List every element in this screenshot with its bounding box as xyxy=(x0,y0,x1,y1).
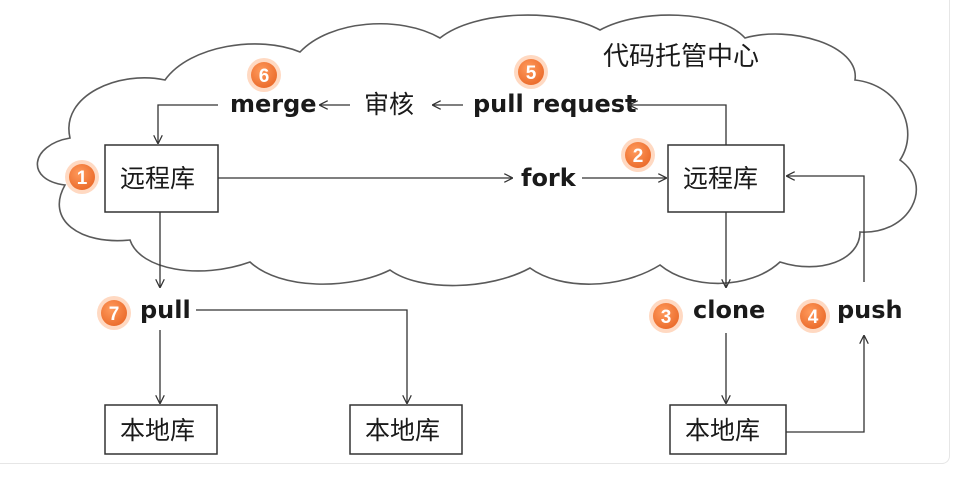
pull-label: pull xyxy=(140,296,191,324)
remote-repo-left-label: 远程库 xyxy=(120,164,195,193)
svg-text:6: 6 xyxy=(259,66,270,87)
svg-text:2: 2 xyxy=(633,146,644,167)
step-badge-1: 1 xyxy=(65,160,99,194)
local-repo-a xyxy=(104,404,218,455)
arrow-push-to-remote xyxy=(787,176,865,282)
remote-repo-right xyxy=(667,144,785,213)
svg-text:7: 7 xyxy=(109,304,120,325)
arrow-remote-to-pr xyxy=(630,105,727,160)
arrow-merge-to-remote xyxy=(158,104,218,143)
local-repo-b xyxy=(349,404,463,455)
step-badge-3: 3 xyxy=(649,299,683,333)
remote-repo-right-label: 远程库 xyxy=(683,164,758,193)
push-label: push xyxy=(837,296,903,324)
frame-border xyxy=(0,0,950,464)
merge-label: merge xyxy=(230,90,317,118)
step-badge-7: 7 xyxy=(97,296,131,330)
arrow-pull-to-local-b xyxy=(196,309,407,403)
step-badge-2: 2 xyxy=(621,138,655,172)
svg-text:3: 3 xyxy=(661,307,672,328)
fork-label: fork xyxy=(521,164,577,192)
cloud-title: 代码托管中心 xyxy=(603,42,759,72)
pull-request-label: pull request xyxy=(473,90,637,118)
local-repo-c xyxy=(669,404,787,455)
step-badge-5: 5 xyxy=(514,55,548,89)
local-repo-b-label: 本地库 xyxy=(365,416,440,445)
remote-repo-left xyxy=(104,144,219,213)
svg-text:5: 5 xyxy=(526,63,537,84)
local-repo-c-label: 本地库 xyxy=(685,416,760,445)
clone-label: clone xyxy=(693,296,765,324)
svg-text:4: 4 xyxy=(808,307,819,328)
svg-text:1: 1 xyxy=(77,168,88,189)
review-label: 审核 xyxy=(364,90,414,119)
step-badge-6: 6 xyxy=(247,58,281,92)
step-badge-4: 4 xyxy=(796,299,830,333)
local-repo-a-label: 本地库 xyxy=(120,416,195,445)
arrow-local-to-push xyxy=(786,336,864,433)
